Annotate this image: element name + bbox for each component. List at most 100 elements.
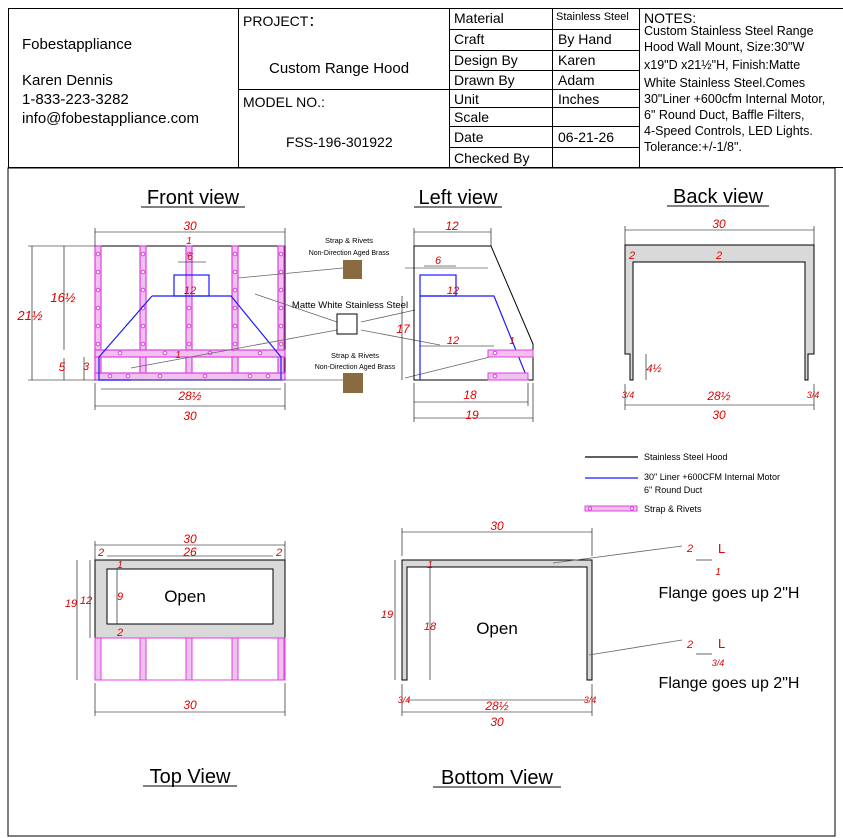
spec-value: Karen xyxy=(558,52,596,68)
contact-phone: 1-833-223-3282 xyxy=(22,91,129,108)
bottom-view: 30 1 19 18 28½ 30 3/4 3/4 Open 2 L 1 Fla… xyxy=(381,519,800,729)
notes-line: Custom Stainless Steel Range xyxy=(644,24,814,38)
project-value: Custom Range Hood xyxy=(269,60,410,77)
dim-width: 28½ xyxy=(706,389,730,403)
open-label: Open xyxy=(164,587,206,606)
dim-small: 3/4 xyxy=(584,695,597,705)
dim-depth: 18 xyxy=(463,388,477,402)
dim-width: 30 xyxy=(712,217,726,231)
notes-line: 6" Round Duct, Baffle Filters, xyxy=(644,108,805,122)
dim-small: 3/4 xyxy=(622,390,635,400)
dim-small: 3/4 xyxy=(712,658,725,668)
dim-small: 2 xyxy=(686,639,693,651)
contact-name: Karen Dennis xyxy=(22,72,113,89)
dim-small: 2 xyxy=(628,250,635,262)
spec-value: Stainless Steel xyxy=(556,11,629,23)
dim-height: 5 xyxy=(59,360,66,374)
dim-width: 12 xyxy=(184,285,196,297)
dim-small: 2 xyxy=(275,547,282,559)
notes-line: 30"Liner +600cfm Internal Motor, xyxy=(644,92,826,106)
dim-depth: 6 xyxy=(435,255,442,267)
dim-width: 30 xyxy=(490,715,504,729)
dim-small: 1 xyxy=(117,560,123,571)
project-label: PROJECT： xyxy=(243,13,323,29)
dim-small: 1 xyxy=(715,567,721,578)
notes-line: Hood Wall Mount, Size:30"W xyxy=(644,40,805,54)
dim-small: 2 xyxy=(116,627,123,639)
flange-profile: L xyxy=(718,541,725,556)
brass-swatch xyxy=(343,373,363,393)
strap-callout-sub: Non-Direction Aged Brass xyxy=(315,364,396,371)
back-view: 30 2 2 4½ 28½ 30 3/4 3/4 xyxy=(622,217,820,422)
dim-width: 26 xyxy=(182,545,197,559)
dim-small: 1 xyxy=(509,336,515,347)
dim-depth: 18 xyxy=(424,621,437,633)
spec-value: By Hand xyxy=(558,31,612,47)
spec-label: Drawn By xyxy=(454,72,515,88)
dim-width: 30 xyxy=(183,219,197,233)
dim-width: 30 xyxy=(183,409,197,423)
spec-label: Checked By xyxy=(454,150,530,166)
dim-width: 28½ xyxy=(177,389,201,403)
dim-width: 30 xyxy=(183,532,197,546)
dim-height: 17 xyxy=(396,322,411,336)
dim-small: 1 xyxy=(427,560,433,571)
spec-value: Adam xyxy=(558,72,595,88)
top-view-title: Top View xyxy=(150,766,231,788)
notes-line: 4-Speed Controls, LED Lights. xyxy=(644,124,813,138)
spec-value: 06-21-26 xyxy=(558,129,615,145)
brass-swatch xyxy=(343,260,362,279)
dim-small: 2 xyxy=(97,547,104,559)
notes-line: Tolerance:+/-1/8". xyxy=(644,140,742,154)
dim-depth: 19 xyxy=(381,609,393,621)
dim-depth: 12 xyxy=(447,285,459,297)
title-block: Fobestappliance Karen Dennis 1-833-223-3… xyxy=(0,0,843,168)
dim-width: 28½ xyxy=(484,699,508,713)
strap-callout-title: Strap & Rivets xyxy=(331,351,379,360)
dim-height: 16½ xyxy=(50,290,75,305)
dim-height: 21½ xyxy=(16,308,42,323)
dim-width: 6 xyxy=(187,251,194,263)
flange-label: Flange goes up 2"H xyxy=(659,585,800,602)
dim-depth: 12 xyxy=(447,335,459,347)
dim-small: 1 xyxy=(175,350,181,361)
dim-small: 2 xyxy=(686,543,693,555)
notes-line: x19"D x21½"H, Finish:Matte xyxy=(644,58,801,72)
spec-label: Unit xyxy=(454,91,479,107)
spec-label: Material xyxy=(454,10,504,26)
front-view-title: Front view xyxy=(147,187,240,209)
dim-small: 2 xyxy=(715,250,722,262)
dim-small: 3/4 xyxy=(398,695,411,705)
strap-callout-title: Strap & Rivets xyxy=(325,236,373,245)
back-view-title: Back view xyxy=(673,186,764,208)
notes-label: NOTES: xyxy=(644,10,697,26)
dim-depth: 19 xyxy=(465,408,479,422)
spec-value: Inches xyxy=(558,91,600,107)
bottom-view-title: Bottom View xyxy=(441,767,553,789)
spec-label: Craft xyxy=(454,31,485,47)
spec-label: Design By xyxy=(454,52,518,68)
dim-depth: 9 xyxy=(117,591,123,603)
dim-small: 1 xyxy=(186,236,192,247)
dim-small: 3/4 xyxy=(807,390,820,400)
notes-line: White Stainless Steel.Comes xyxy=(644,76,806,90)
model-value: FSS-196-301922 xyxy=(286,134,393,150)
flange-label: Flange goes up 2"H xyxy=(659,675,800,692)
contact-email: info@fobestappliance.com xyxy=(22,110,199,127)
flange-detail-2: 2 L 3/4 Flange goes up 2"H xyxy=(659,636,800,692)
matte-callout: Matte White Stainless Steel xyxy=(292,300,408,311)
flange-profile: L xyxy=(718,636,725,651)
dim-depth: 12 xyxy=(445,219,459,233)
legend-label: 30" Liner +600CFM Internal Motor xyxy=(644,472,780,482)
company-name: Fobestappliance xyxy=(22,36,133,53)
top-view: 30 26 2 2 1 9 2 19 12 30 Open xyxy=(65,532,286,716)
spec-label: Date xyxy=(454,129,484,145)
legend-label: Strap & Rivets xyxy=(644,504,702,514)
legend-label: Stainless Steel Hood xyxy=(644,452,728,462)
left-view-title: Left view xyxy=(419,187,498,209)
legend: Stainless Steel Hood 30" Liner +600CFM I… xyxy=(584,452,780,514)
dim-width: 30 xyxy=(183,698,197,712)
flange-detail-1: 2 L 1 Flange goes up 2"H xyxy=(659,541,800,602)
